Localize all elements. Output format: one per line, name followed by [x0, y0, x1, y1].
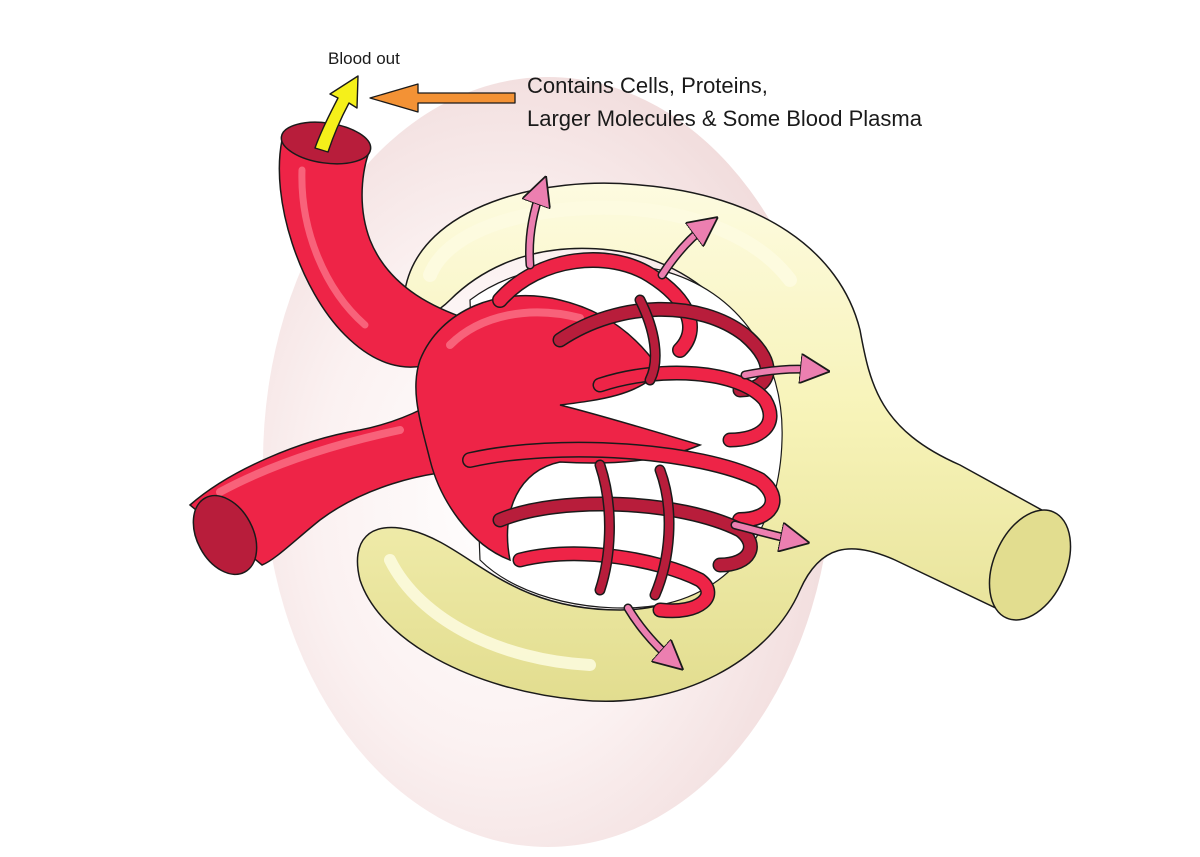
blood-vessels: [188, 121, 781, 619]
filtrate-contents-line1: Contains Cells, Proteins,: [527, 73, 768, 98]
afferent-highlight: [216, 426, 404, 496]
efferent-highlight: [298, 166, 369, 329]
tubule-opening: [988, 509, 1072, 621]
pink-arrow-icon: [657, 226, 706, 280]
capillary-loop-fill: [494, 497, 757, 571]
capillary-strand-fill: [636, 296, 660, 384]
afferent-opening: [192, 494, 258, 576]
capillary-strand-fill: [596, 461, 614, 594]
capsule-lower-highlight: [384, 554, 596, 671]
glomerulus-core: [415, 294, 703, 562]
orange-left-arrow-icon: [369, 83, 516, 113]
capillary-loop-fill: [554, 303, 774, 396]
core-highlight: [446, 308, 584, 349]
filtrate-contents-line2: Larger Molecules & Some Blood Plasma: [527, 106, 922, 131]
capillary-loop-fill: [463, 443, 779, 527]
yellow-up-arrow-icon: [314, 75, 359, 153]
filtrate-arrows: [529, 190, 815, 660]
capillary-loop-fill: [514, 547, 714, 617]
pink-arrow-icon: [740, 369, 815, 375]
capillary-strand-fill: [651, 466, 674, 599]
pink-arrow-icon: [623, 603, 672, 660]
capillary-loop-fill: [493, 253, 697, 357]
pink-arrow-icon: [529, 190, 541, 270]
blood-out-label: Blood out: [328, 49, 400, 68]
filtrate-contents-label: Contains Cells, Proteins, Larger Molecul…: [527, 69, 922, 135]
pink-arrow-icon: [730, 520, 795, 540]
capsule-highlight: [423, 200, 797, 287]
